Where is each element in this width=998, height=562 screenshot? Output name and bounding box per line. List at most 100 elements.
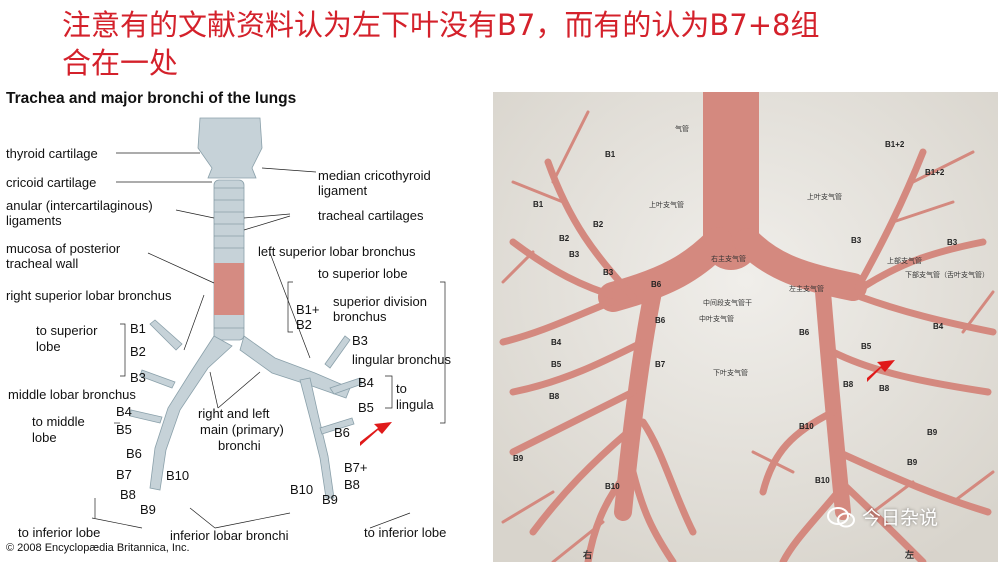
label-median-1: median cricothyroid [318,168,431,183]
copyright-notice: © 2008 Encyclopædia Britannica, Inc. [6,542,190,554]
label-thyroid: thyroid cartilage [6,146,98,161]
photo-label-mid-lobe: 中叶支气管 [699,315,734,323]
photo-label-mid-stem: 中间段支气管干 [703,299,752,307]
red-arrow-left-figure [360,422,392,446]
label-b3-right: B3 [130,370,146,385]
seg-label: B3 [603,268,614,277]
trachea-tube [213,179,245,341]
label-b7b8-a: B7+ [344,460,368,475]
seg-label: B8 [843,380,854,389]
seg-label: B10 [815,476,830,485]
right-main-bronchus [149,335,233,491]
label-mucosa-1: mucosa of posterior [6,241,121,256]
bronchial-tree-photo: 气管 上叶支气管 右主支气管 左主支气管 中间段支气管干 中叶支气管 下叶支气管… [493,92,998,562]
label-to-middle-1: to middle [32,414,85,429]
label-right-superior: right superior lobar bronchus [6,288,172,303]
photo-label-left-upper: 上叶支气管 [807,193,842,201]
label-b2-right: B2 [130,344,146,359]
label-b7-right: B7 [116,467,132,482]
red-arrow-photo [867,360,895,382]
label-anular-2: ligaments [6,213,62,228]
seg-label: B8 [549,392,560,401]
label-to-superior-lobe: to superior lobe [318,266,408,281]
seg-label: B9 [927,428,938,437]
seg-label: B3 [851,236,862,245]
slide-headline: 注意有的文献资料认为左下叶没有B7，而有的认为B7+8组 合在一处 [62,6,962,82]
label-superior-division-1: superior division [333,294,427,309]
label-b8-right: B8 [120,487,136,502]
seg-label: B10 [799,422,814,431]
label-b6-left: B6 [334,425,350,440]
label-main-bronchi-3: bronchi [218,438,261,453]
label-b4-left: B4 [358,375,374,390]
photo-label-upper-division: 上部支气管 [887,257,922,265]
label-cricoid: cricoid cartilage [6,175,97,190]
seg-label: B7 [655,360,666,369]
diagram-title: Trachea and major bronchi of the lungs [6,90,297,107]
photo-label-left-side: 左 [905,551,915,561]
leader-lines [91,152,446,529]
label-b5-right: B5 [116,422,132,437]
photo-label-right-main: 右主支气管 [711,255,746,263]
label-b1b2-a: B1+ [296,302,320,317]
seg-label: B10 [605,482,620,491]
seg-label: B5 [861,342,872,351]
photo-label-left-main: 左主支气管 [789,285,824,293]
seg-label: B3 [947,238,958,247]
headline-line-2: 合在一处 [62,46,179,80]
seg-label: B2 [593,220,604,229]
seg-label: B2 [559,234,570,243]
label-lingula: lingula [396,397,434,412]
seg-label: B1 [533,200,544,209]
label-b5-left: B5 [358,400,374,415]
seg-label: B5 [551,360,562,369]
label-b10-right: B10 [166,468,190,483]
label-to-inferior-left: to inferior lobe [364,525,447,540]
photo-label-right-side: 右 [583,551,593,561]
label-b9-right: B9 [140,502,156,517]
seg-label: B4 [933,322,944,331]
seg-label: B1+2 [885,140,905,149]
label-main-bronchi-1: right and left [198,406,270,421]
seg-label: B1 [605,150,616,159]
label-anular-1: anular (intercartilaginous) [6,198,153,213]
photo-label-trachea: 气管 [675,125,689,133]
label-middle-lobar: middle lobar bronchus [8,387,136,402]
photo-label-lower-division: 下部支气管（舌叶支气管） [905,271,989,279]
seg-label: B1+2 [925,168,945,177]
label-superior-division-2: bronchus [333,309,387,324]
mucosa-patch [214,263,244,315]
label-main-bronchi-2: main (primary) [200,422,284,437]
wechat-icon [827,506,855,527]
larynx-shape [197,117,263,179]
label-mucosa-2: tracheal wall [6,256,79,271]
label-b3-left: B3 [352,333,368,348]
seg-label: B3 [569,250,580,259]
label-tracheal: tracheal cartilages [318,208,424,223]
label-left-superior: left superior lobar bronchus [258,244,416,259]
seg-label: B6 [651,280,662,289]
bronchial-tree-drawing [493,92,998,562]
seg-label: B4 [551,338,562,347]
label-to-superior-1: to superior [36,323,98,338]
label-to: to [396,381,407,396]
headline-line-1: 注意有的文献资料认为左下叶没有B7，而有的认为B7+8组 [62,8,820,42]
seg-label: B9 [513,454,524,463]
label-median-2: ligament [318,183,368,198]
watermark-text: 今日杂说 [862,507,939,529]
seg-label: B6 [655,316,666,325]
left-main-bronchus [239,335,351,399]
left-lower-bronchus [299,377,335,499]
label-b4-right: B4 [116,404,132,419]
seg-label: B6 [799,328,810,337]
seg-label: B8 [879,384,890,393]
photo-label-right-upper: 上叶支气管 [649,201,684,209]
label-b10-left: B10 [290,482,314,497]
label-inferior-lobar: inferior lobar bronchi [170,528,289,543]
label-b9-left: B9 [322,492,338,507]
label-b6-right: B6 [126,446,142,461]
photo-label-right-lower: 下叶支气管 [713,369,748,377]
label-b1b2-b: B2 [296,317,312,332]
label-to-middle-2: lobe [32,430,57,445]
label-b7b8-b: B8 [344,477,360,492]
